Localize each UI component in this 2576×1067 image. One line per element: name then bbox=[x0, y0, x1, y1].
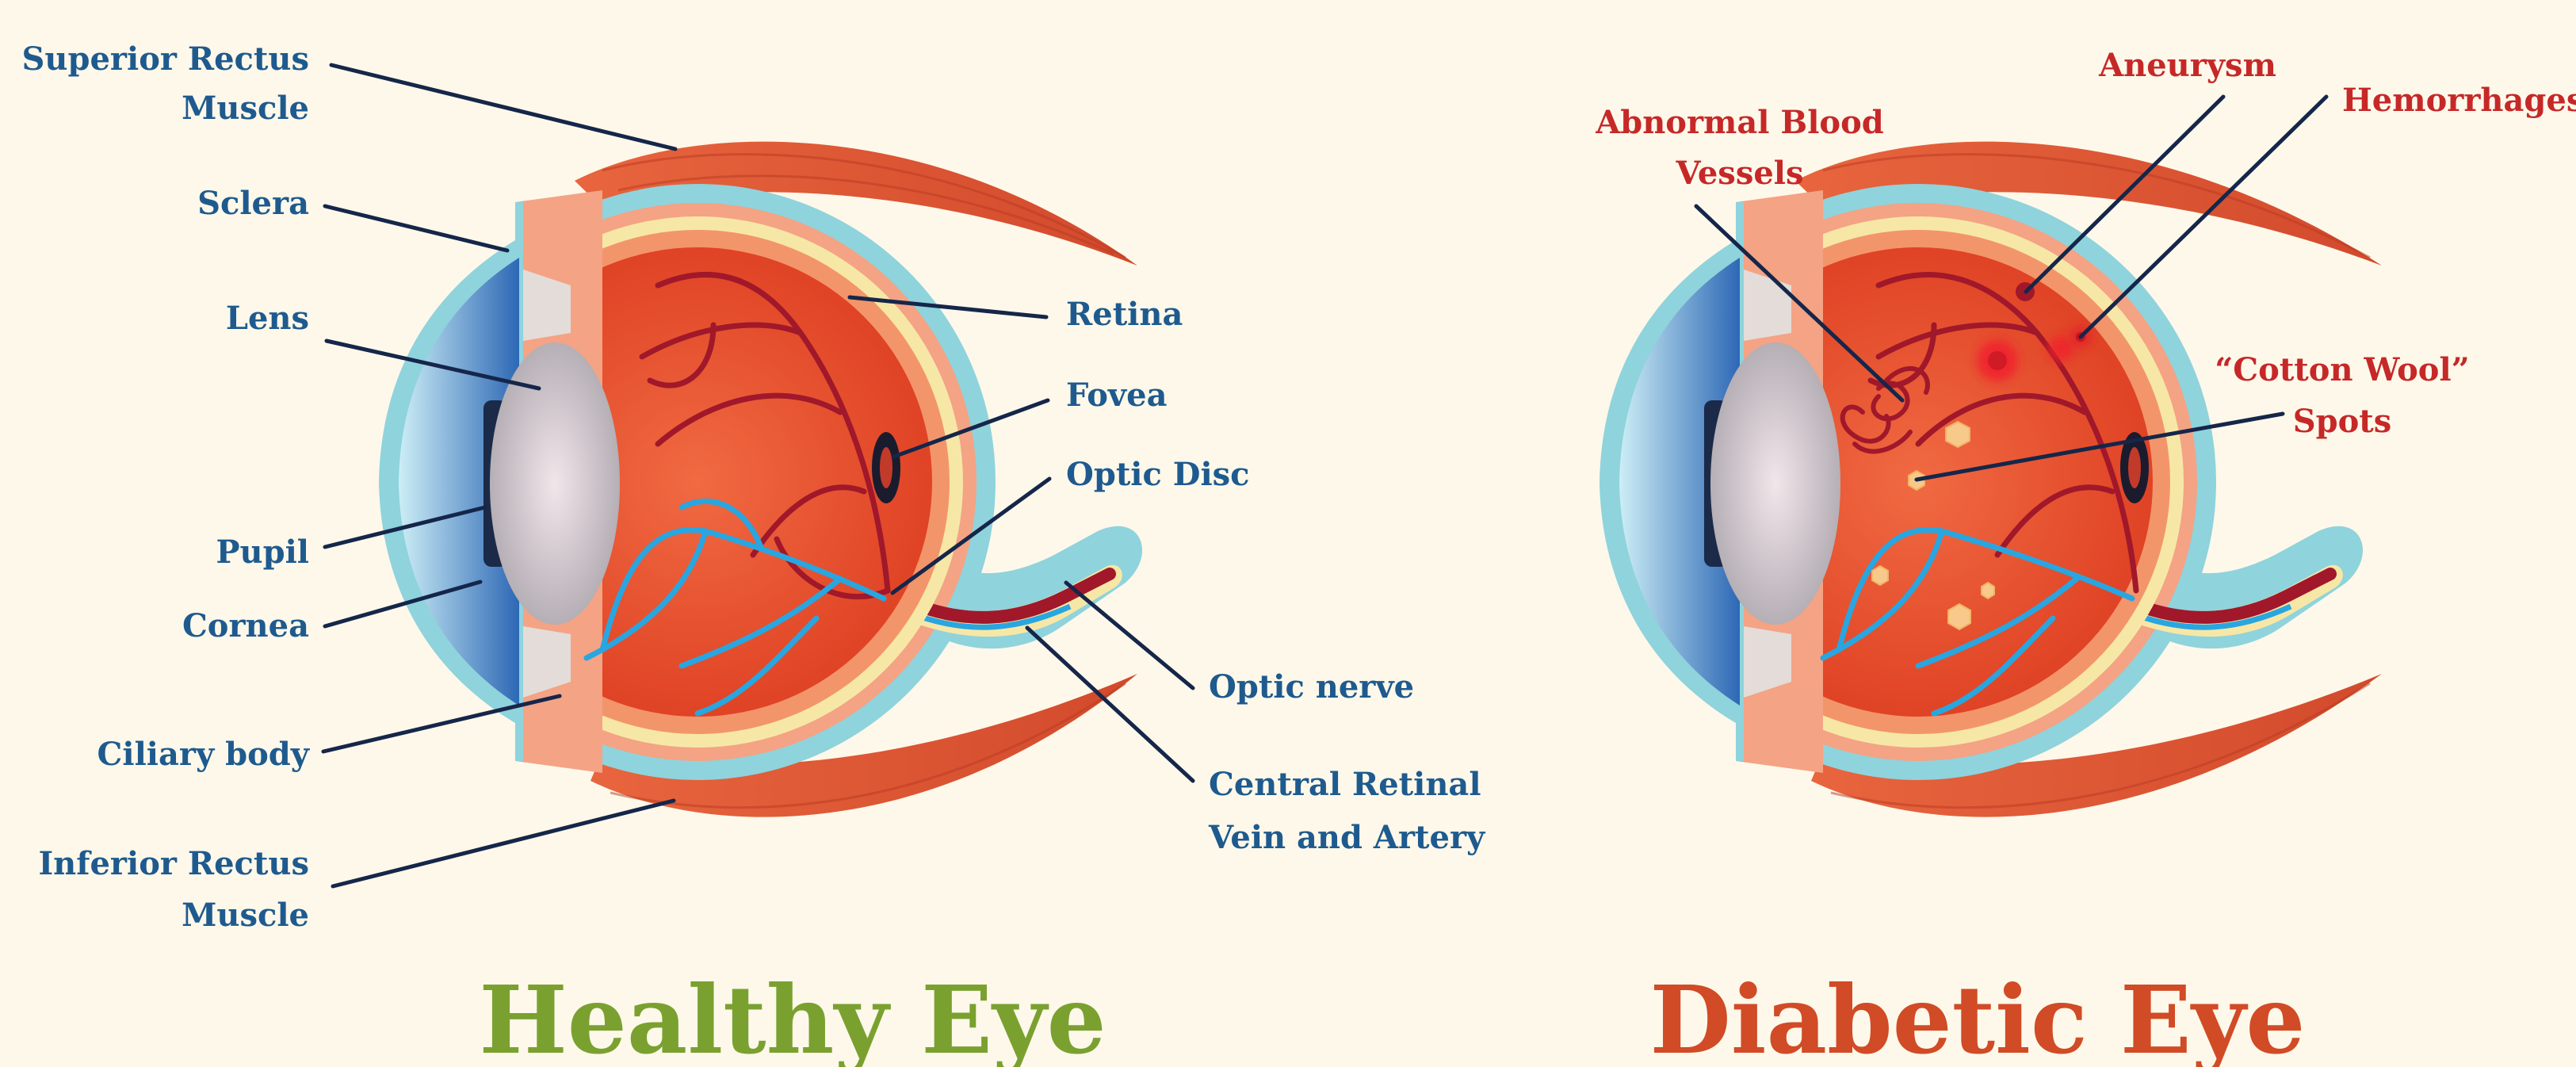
healthy-lens bbox=[490, 342, 620, 625]
label-aneurysm: Aneurysm bbox=[2098, 47, 2276, 84]
label-hemorrhages: Hemorrhages bbox=[2342, 82, 2576, 119]
label-inferior-rectus: Inferior Rectus bbox=[38, 845, 309, 882]
label-spots: Spots bbox=[2293, 403, 2392, 440]
label-pupil: Pupil bbox=[216, 534, 309, 571]
healthy-eye bbox=[323, 65, 1193, 886]
label-cornea: Cornea bbox=[182, 607, 309, 644]
label-inferior-rectus-2: Muscle bbox=[182, 897, 309, 934]
label-optic-nerve: Optic nerve bbox=[1209, 668, 1414, 706]
label-vein-artery: Vein and Artery bbox=[1208, 819, 1486, 856]
label-retina: Retina bbox=[1066, 296, 1183, 333]
label-ciliary-body: Ciliary body bbox=[97, 736, 311, 773]
label-optic-disc: Optic Disc bbox=[1066, 456, 1250, 493]
diabetic-eye-title: Diabetic Eye bbox=[1649, 965, 2305, 1067]
label-superior-rectus-2: Muscle bbox=[182, 90, 309, 127]
label-abnormal-blood: Abnormal Blood bbox=[1595, 104, 1884, 141]
label-vessels: Vessels bbox=[1675, 155, 1803, 192]
label-cotton-wool: “Cotton Wool” bbox=[2215, 351, 2469, 388]
diabetic-lens bbox=[1710, 342, 1840, 625]
diabetic-eye bbox=[1599, 97, 2382, 817]
label-lens: Lens bbox=[226, 300, 309, 337]
healthy-eye-title: Healthy Eye bbox=[479, 965, 1106, 1067]
label-central-retinal: Central Retinal bbox=[1209, 766, 1481, 803]
label-fovea: Fovea bbox=[1066, 377, 1168, 414]
label-sclera: Sclera bbox=[197, 185, 309, 222]
label-superior-rectus: Superior Rectus bbox=[22, 40, 309, 78]
